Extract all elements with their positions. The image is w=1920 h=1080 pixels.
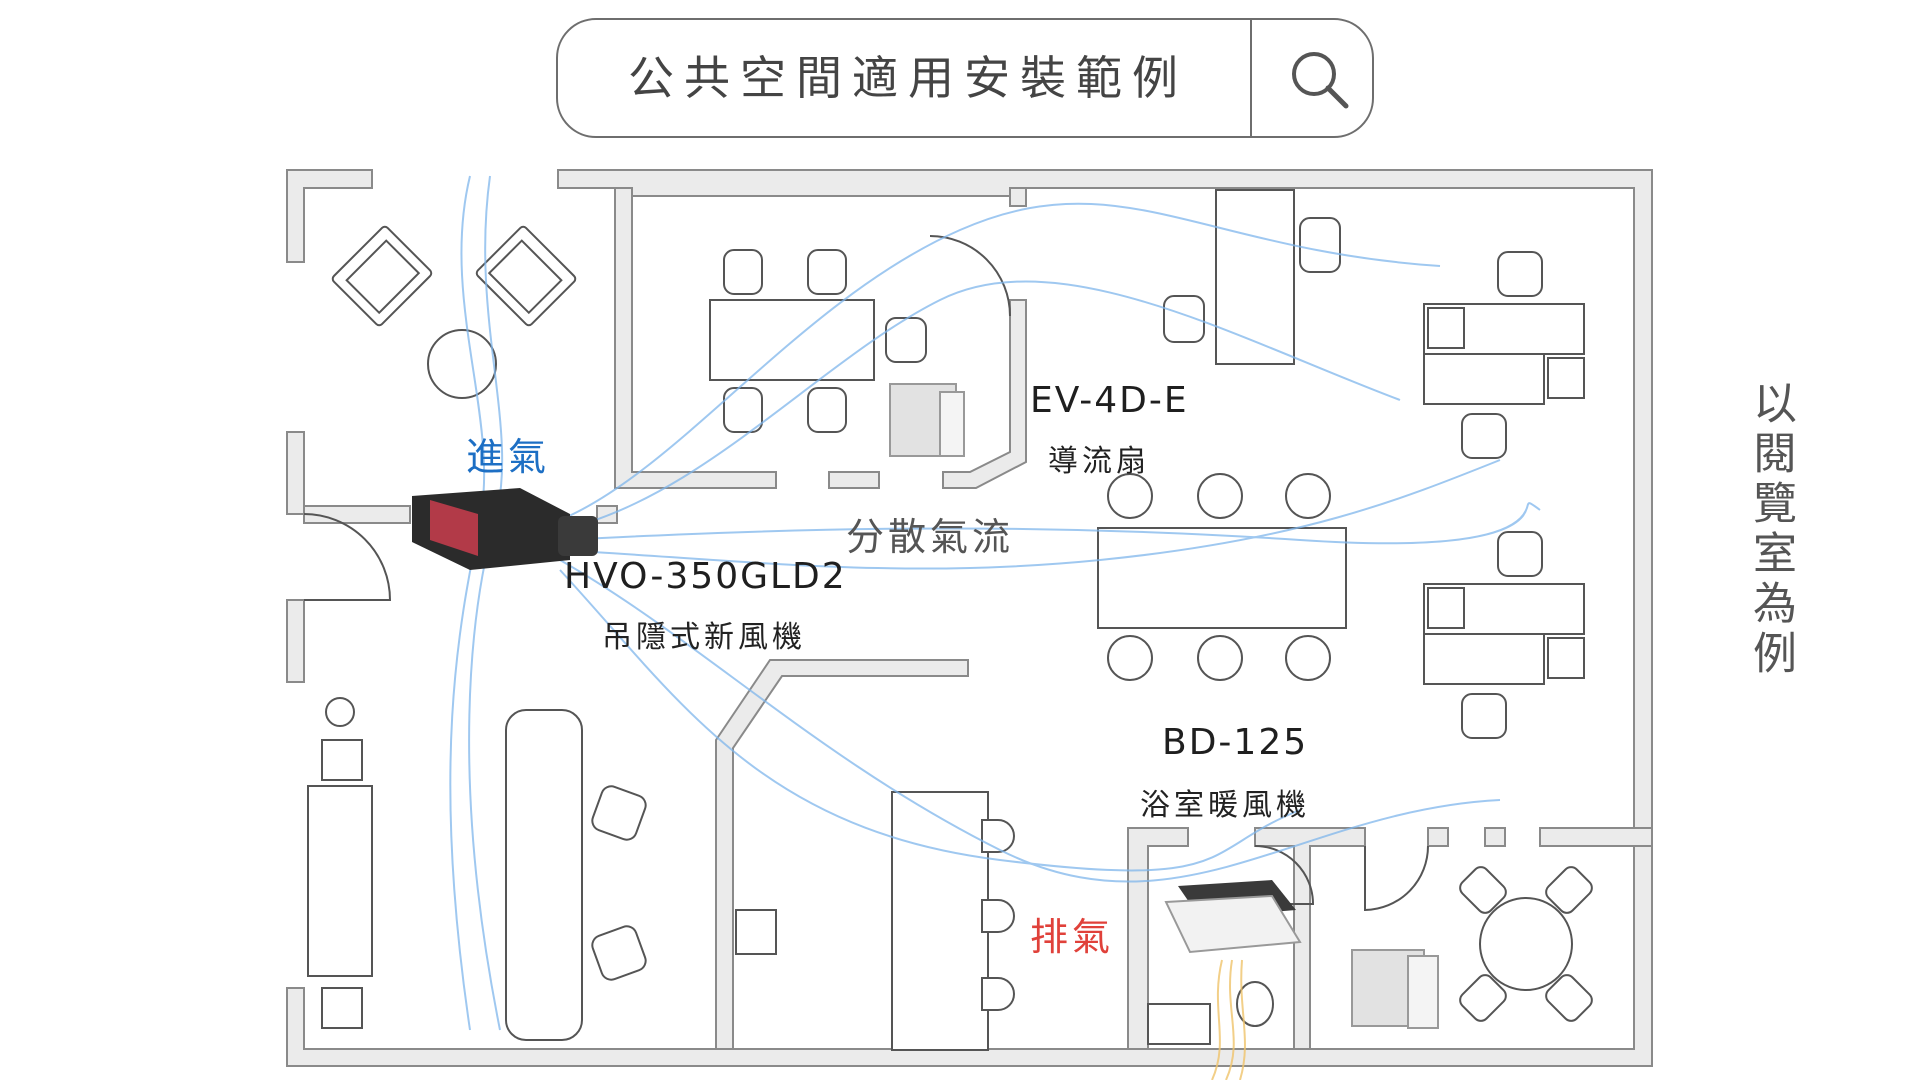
side-note: 以閱覽室為例 [1745,380,1796,680]
outer-walls [286,169,1653,1067]
furniture [307,189,1593,1051]
hvo-model-label: HVO-350GLD2 [564,556,847,597]
hvo-unit [412,488,598,570]
search-divider [1250,20,1252,136]
airflow-streams [449,175,1541,1031]
search-icon[interactable] [1284,44,1354,114]
hvo-desc-label: 吊隱式新風機 [602,620,806,655]
bd-unit [1164,880,1302,954]
ev-desc-label: 導流扇 [1048,444,1150,479]
search-title: 公共空間適用安裝範例 [628,51,1188,105]
bd-model-label: BD-125 [1162,722,1309,763]
spread-flow-label: 分散氣流 [846,515,1015,559]
ev-model-label: EV-4D-E [1030,380,1189,421]
ev-unit-2 [1351,949,1439,1029]
intake-label: 進氣 [466,435,551,479]
bd-desc-label: 浴室暖風機 [1140,788,1310,823]
search-bar[interactable]: 公共空間適用安裝範例 [556,18,1374,138]
ev-unit [889,383,965,457]
meeting-chairs [723,249,927,433]
exhaust-stream [1211,959,1246,1080]
doors [303,235,1429,912]
exhaust-label: 排氣 [1030,915,1115,959]
